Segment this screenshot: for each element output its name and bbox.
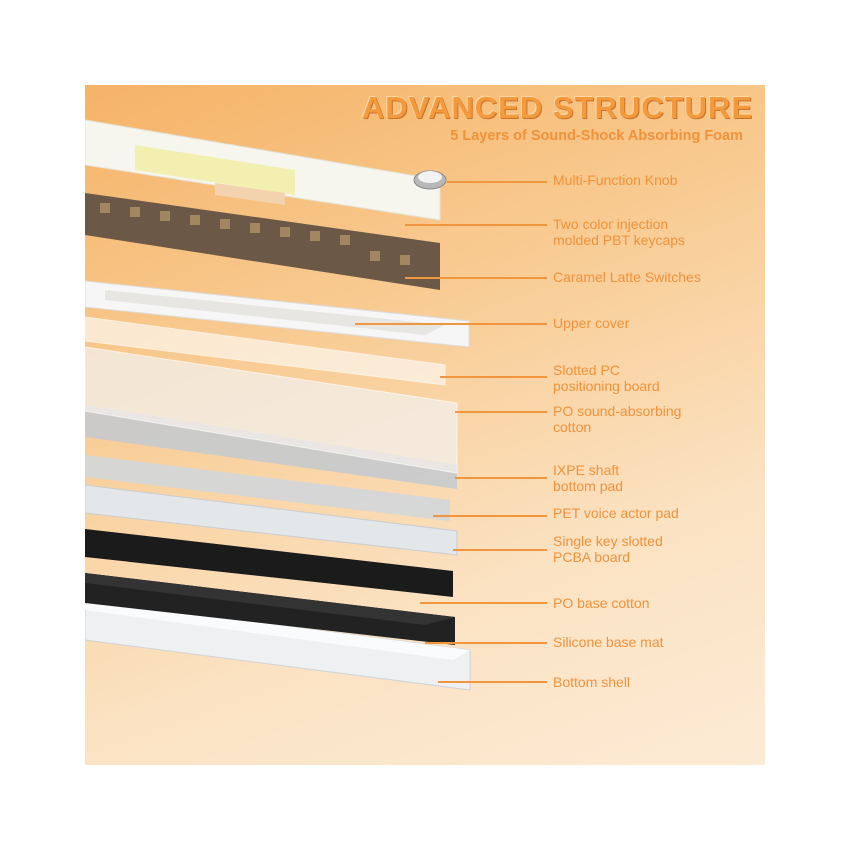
label-line: molded PBT keycaps [553, 232, 686, 248]
leader-line [425, 642, 547, 644]
page-title: ADVANCED STRUCTURE [361, 90, 753, 125]
label-line: IXPE shaft [553, 462, 620, 478]
label-po-cotton: PO sound-absorbing cotton [553, 403, 681, 435]
leader-line [405, 277, 547, 279]
page-subtitle: 5 Layers of Sound-Shock Absorbing Foam [450, 128, 743, 144]
leader-line [433, 515, 547, 517]
leader-line [438, 681, 547, 683]
leader-line [355, 323, 547, 325]
pet-pad-layer [85, 455, 450, 521]
label-line: PCBA board [553, 549, 631, 565]
label-upper-cover: Upper cover [553, 315, 630, 331]
leader-line [455, 411, 547, 413]
label-line: Slotted PC [553, 362, 620, 378]
leader-line [405, 224, 547, 226]
po-cotton-layer [85, 346, 458, 474]
po-base-cotton-layer [85, 529, 453, 597]
label-keycaps: Two color injection molded PBT keycaps [553, 216, 685, 248]
label-ixpe: IXPE shaft bottom pad [553, 462, 623, 494]
label-knob: Multi-Function Knob [553, 172, 678, 188]
leader-line [440, 376, 547, 378]
leader-line [447, 181, 547, 183]
pcba-board-layer [85, 484, 458, 556]
label-po-base-cotton: PO base cotton [553, 595, 650, 611]
switches-layer [85, 193, 440, 290]
leader-line [455, 477, 547, 479]
label-line: Two color injection [553, 216, 669, 232]
label-line: positioning board [553, 378, 660, 394]
exploded-keyboard-illustration [85, 119, 471, 691]
label-silicone-mat: Silicone base mat [553, 634, 664, 650]
label-switches: Caramel Latte Switches [553, 269, 701, 285]
label-pet: PET voice actor pad [553, 505, 679, 521]
pc-board-layer [85, 316, 446, 386]
label-bottom-shell: Bottom shell [553, 674, 631, 690]
leader-line [453, 549, 547, 551]
leader-line [420, 602, 547, 604]
label-line: PO sound-absorbing [553, 403, 682, 419]
label-line: bottom pad [553, 478, 624, 494]
label-pcba: Single key slotted PCBA board [553, 533, 663, 565]
label-pc-board: Slotted PC positioning board [553, 362, 660, 394]
label-line: Single key slotted [553, 533, 663, 549]
product-image-panel: ADVANCED STRUCTURE 5 Layers of Sound-Sho… [85, 85, 765, 765]
label-line: cotton [553, 419, 592, 435]
